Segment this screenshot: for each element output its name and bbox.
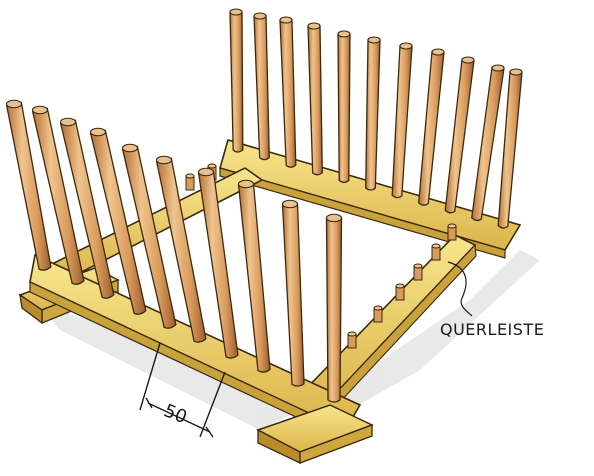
back-dowel [365,36,381,191]
back-dowel [337,30,351,184]
front-dowel [197,167,239,359]
peg [413,263,423,281]
peg [347,331,357,349]
front-dowel-row [5,99,343,403]
front-dowel [59,117,115,299]
querleiste-leader [447,261,473,317]
peg [395,283,405,301]
back-dowel [279,16,297,168]
front-dowel [89,127,147,315]
back-dowel [253,12,270,161]
right-foot-block [256,404,374,465]
spacing-dimension-label: 50 [161,400,190,428]
front-dowel [5,99,52,271]
front-dowel [237,179,271,373]
back-dowel [418,48,445,206]
front-dowel [325,213,343,403]
back-dowel [497,68,523,229]
front-dowel [121,143,177,329]
peg [431,243,441,261]
back-dowel [391,42,413,199]
peg [185,173,195,191]
querleiste-label: QUERLEISTE [440,320,544,339]
front-dowel [281,199,305,387]
spacing-dimension [139,342,226,438]
back-dowel [229,8,244,153]
back-dowel [307,22,323,176]
back-dowel [444,56,475,214]
peg [447,223,457,241]
front-dowel [155,155,207,343]
back-dowel-row [229,8,523,229]
front-dowel [31,105,85,285]
back-dowel [471,64,505,222]
peg [373,305,383,323]
